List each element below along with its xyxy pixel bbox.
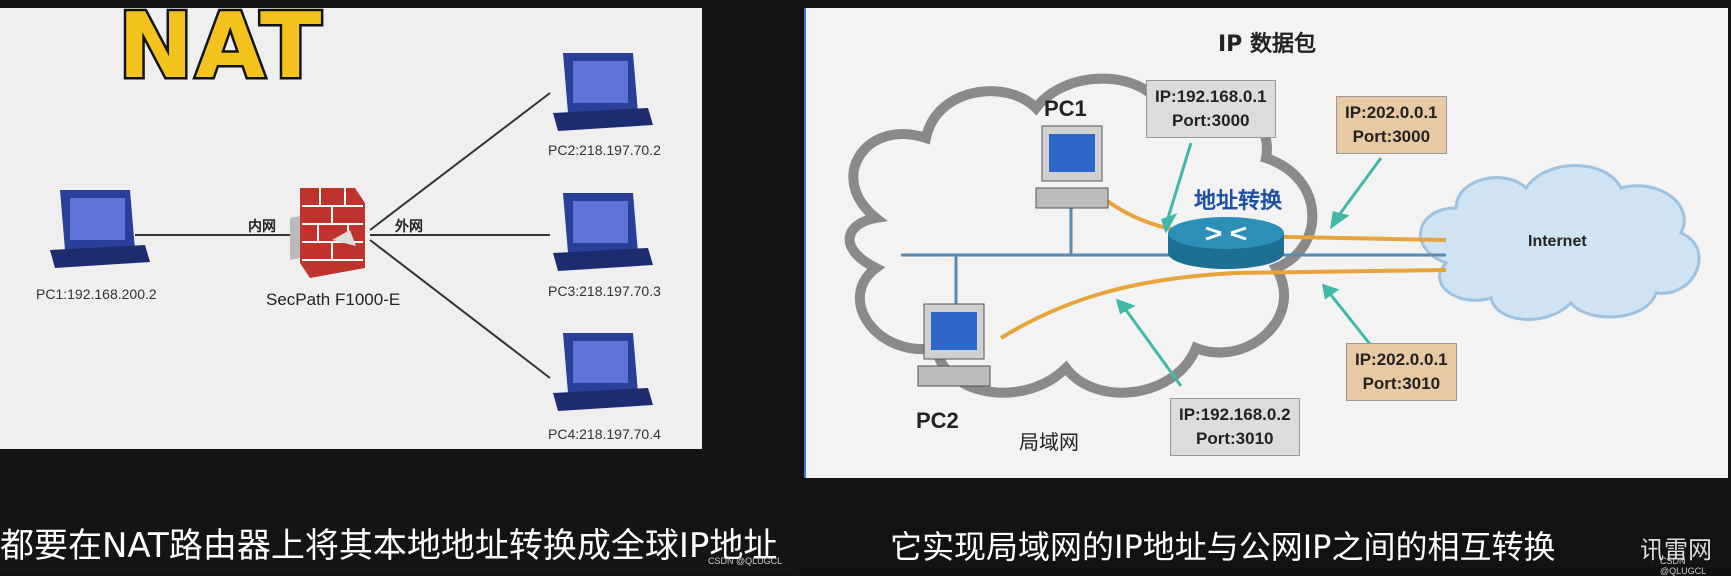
router-icon xyxy=(1168,217,1284,269)
pc1-port: Port:3000 xyxy=(1172,111,1250,130)
link-firewall-pc4 xyxy=(369,239,551,379)
pc2-ip: IP:192.168.0.2 xyxy=(1179,405,1291,424)
pc1-label: PC1:192.168.200.2 xyxy=(36,286,157,302)
left-subtitle: 都要在NAT路由器上将其本地地址转换成全球IP地址 xyxy=(0,526,778,566)
pc1-label: PC1 xyxy=(1044,96,1087,121)
inner-network-label: 内网 xyxy=(248,219,276,235)
pc2-label: PC2:218.197.70.2 xyxy=(548,142,661,158)
nat-diagram-svg xyxy=(50,53,653,411)
public-port-1: Port:3000 xyxy=(1352,127,1431,146)
internet-label: Internet xyxy=(1528,233,1587,250)
nat-diagram: NAT 内网 外网 SecPath F1000-E PC1:192.168.20… xyxy=(0,0,702,449)
nat-title: NAT xyxy=(115,0,324,102)
pc2-port: Port:3010 xyxy=(1196,429,1274,448)
public-ip-1: IP:202.0.0.1 xyxy=(1345,103,1438,122)
lan-nat-diagram-svg xyxy=(844,73,1701,398)
pc4-icon xyxy=(553,333,653,411)
firewall-icon xyxy=(290,188,365,278)
right-subtitle: 它实现局域网的IP地址与公网IP之间的相互转换 xyxy=(890,528,1556,566)
csdn-watermark-left: CSDN @QLUGCL xyxy=(708,556,783,566)
public-ip-2: IP:202.0.0.1 xyxy=(1355,350,1448,369)
pc1-ip: IP:192.168.0.1 xyxy=(1155,87,1267,106)
xunlei-watermark: 讯雷网 xyxy=(1640,536,1712,564)
pc2-monitor-icon xyxy=(917,303,991,387)
ip-packet-title: IP 数据包 xyxy=(1218,32,1316,57)
pc1-monitor-icon xyxy=(1035,125,1109,209)
pc1-address-box: IP:192.168.0.1 Port:3000 xyxy=(1146,80,1276,138)
pc2-label: PC2 xyxy=(916,408,959,433)
pc4-label: PC4:218.197.70.4 xyxy=(548,426,661,442)
lan-nat-diagram: IP 数据包 PC1 PC2 局域网 地址转换 Internet IP:192.… xyxy=(804,8,1728,478)
pc2-address-box: IP:192.168.0.2 Port:3010 xyxy=(1170,398,1300,456)
pc3-label: PC3:218.197.70.3 xyxy=(548,283,661,299)
csdn-watermark-right: CSDN @QLUGCL xyxy=(1660,556,1707,576)
address-translation-label: 地址转换 xyxy=(1194,189,1283,214)
public-address-box-1: IP:202.0.0.1 Port:3000 xyxy=(1336,96,1447,154)
outer-network-label: 外网 xyxy=(395,219,423,235)
lan-label: 局域网 xyxy=(1019,430,1079,454)
pc2-icon xyxy=(553,53,653,131)
public-port-2: Port:3010 xyxy=(1362,374,1441,393)
firewall-label: SecPath F1000-E xyxy=(266,290,401,309)
link-firewall-pc2 xyxy=(369,92,551,231)
pc1-icon xyxy=(50,190,150,268)
public-address-box-2: IP:202.0.0.1 Port:3010 xyxy=(1346,343,1457,401)
flow-pc2 xyxy=(999,268,1447,340)
pc3-icon xyxy=(553,193,653,271)
internet-cloud-shape xyxy=(1419,164,1701,321)
